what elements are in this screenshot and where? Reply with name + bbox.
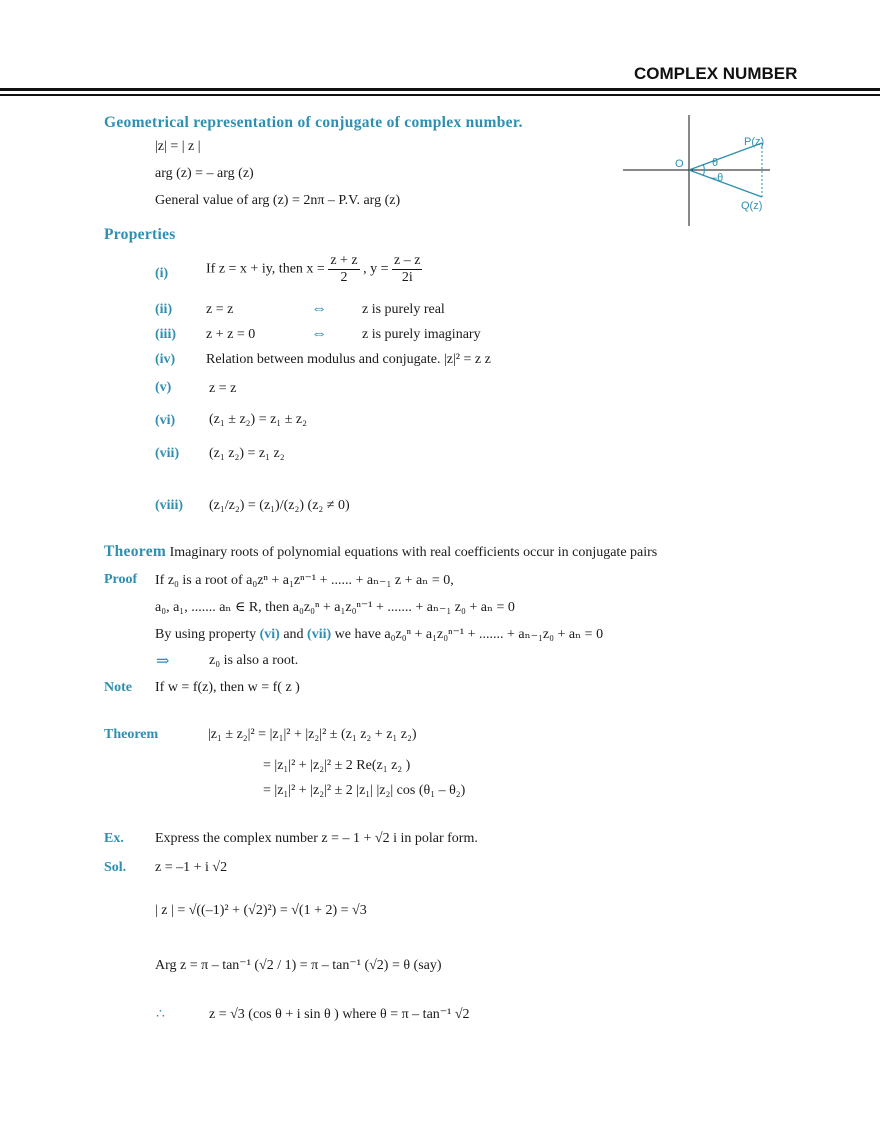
prop-iii-lhs: z + z = 0: [206, 327, 256, 342]
proof-line-4: z₀ is also a root.: [209, 653, 299, 668]
prop-label-vii: (vii): [155, 446, 180, 461]
diagram-p-label: P(z): [744, 136, 764, 148]
example-label: Ex.: [104, 831, 124, 846]
prop-i-y-den: 2i: [401, 270, 413, 285]
solution-line-3: Arg z = π – tan⁻¹ (√2 / 1) = π – tan⁻¹ (…: [155, 958, 442, 973]
prop-label-iv: (iv): [155, 352, 176, 367]
implies-arrow: ⇒: [156, 653, 170, 670]
theorem2-line-1: |z₁ ± z₂|² = |z₁|² + |z₂|² ± (z₁ z₂ + z₁…: [208, 727, 417, 742]
prop-i-text: If z = x + iy, then x =: [206, 261, 325, 277]
proof-ref-vi: (vi): [259, 627, 280, 642]
theorem2-line-2: = |z₁|² + |z₂|² ± 2 Re(z₁ z₂ ): [263, 758, 411, 773]
prop-label-ii: (ii): [155, 302, 173, 317]
prop-label-v: (v): [155, 380, 172, 395]
prop-label-i: (i): [155, 266, 169, 281]
prop-iv-text: Relation between modulus and conjugate. …: [206, 352, 491, 367]
solution-label: Sol.: [104, 860, 127, 875]
prop-ii-rhs: z is purely real: [362, 302, 445, 317]
prop-iii-arrow: ⇔: [311, 325, 327, 342]
proof-ref-vii: (vii): [307, 627, 332, 642]
conjugate-diagram: O P(z) Q(z) θ –θ: [623, 115, 770, 226]
solution-line-4: z = √3 (cos θ + i sin θ ) where θ = π – …: [209, 1007, 470, 1022]
prop-viii-text: (z₁/z₂) = (z₁)/(z₂) (z₂ ≠ 0): [209, 498, 350, 513]
prop-i-mid: , y =: [363, 261, 389, 277]
prop-label-iii: (iii): [155, 327, 176, 342]
therefore-symbol: ∴: [156, 1007, 165, 1022]
prop-vii-text: (z₁ z₂) = z₁ z₂: [209, 446, 285, 461]
prop-i-row: If z = x + iy, then x = z + z 2 , y = z …: [206, 253, 423, 286]
proof-label: Proof: [104, 572, 138, 587]
solution-line-1: z = –1 + i √2: [155, 860, 228, 875]
diagram-theta-label: θ: [712, 157, 718, 169]
geo-line-1-text: |z| = | z |: [155, 139, 201, 154]
prop-label-viii: (viii): [155, 498, 183, 513]
note-text: If w = f(z), then w = f( z ): [155, 680, 300, 695]
proof-line-3-pre: By using property: [155, 627, 257, 642]
geo-line-2: arg (z) = – arg (z): [155, 166, 254, 181]
solution-line-2: | z | = √((–1)² + (√2)²) = √(1 + 2) = √3: [155, 903, 367, 918]
diagram-origin-label: O: [675, 158, 684, 170]
proof-line-3-post: we have a₀z₀ⁿ + a₁z₀ⁿ⁻¹ + ....... + aₙ₋₁…: [334, 627, 604, 642]
geo-heading: Geometrical representation of conjugate …: [104, 114, 523, 131]
theorem1-heading: Theorem: [104, 543, 167, 560]
prop-ii-arrow: ⇔: [311, 300, 327, 317]
prop-iii-rhs: z is purely imaginary: [362, 327, 481, 342]
geo-line-1: |z| = | z |: [155, 139, 201, 155]
prop-ii-lhs: z = z: [206, 302, 234, 317]
page-header-title: COMPLEX NUMBER: [634, 64, 798, 83]
proof-line-1: If z₀ is a root of a₀zⁿ + a₁zⁿ⁻¹ + .....…: [155, 573, 454, 588]
header-rule-thin: [0, 94, 880, 96]
prop-i-x-num: z + z: [328, 253, 360, 270]
prop-i-y-num: z – z: [392, 253, 423, 270]
proof-line-2: a₀, a₁, ....... aₙ ∈ R, then a₀z₀ⁿ + a₁z…: [155, 600, 515, 615]
example-text: Express the complex number z = – 1 + √2 …: [155, 831, 478, 846]
theorem2-heading: Theorem: [104, 727, 159, 742]
prop-vi-text: (z₁ ± z₂) = z₁ ± z₂: [209, 412, 307, 427]
prop-i-frac-y: z – z 2i: [392, 253, 423, 286]
diagram-neg-theta-label: –θ: [711, 172, 723, 184]
header-rule-thick: [0, 88, 880, 91]
properties-heading: Properties: [104, 226, 176, 243]
proof-line-3-and: and: [283, 627, 304, 642]
prop-i-frac-x: z + z 2: [328, 253, 360, 286]
proof-line-3: By using property (vi) and (vii) we have…: [155, 626, 603, 643]
theorem1-text: Imaginary roots of polynomial equations …: [169, 545, 658, 560]
prop-v-text: z = z: [209, 381, 237, 396]
geo-line-3: General value of arg (z) = 2nπ – P.V. ar…: [155, 193, 401, 208]
note-label: Note: [104, 680, 132, 695]
theorem2-line-3: = |z₁|² + |z₂|² ± 2 |z₁| |z₂| cos (θ₁ – …: [263, 783, 466, 798]
prop-i-x-den: 2: [340, 270, 348, 285]
prop-label-vi: (vi): [155, 413, 176, 428]
theorem1-row: Theorem Imaginary roots of polynomial eq…: [104, 543, 657, 561]
diagram-q-label: Q(z): [741, 200, 762, 212]
